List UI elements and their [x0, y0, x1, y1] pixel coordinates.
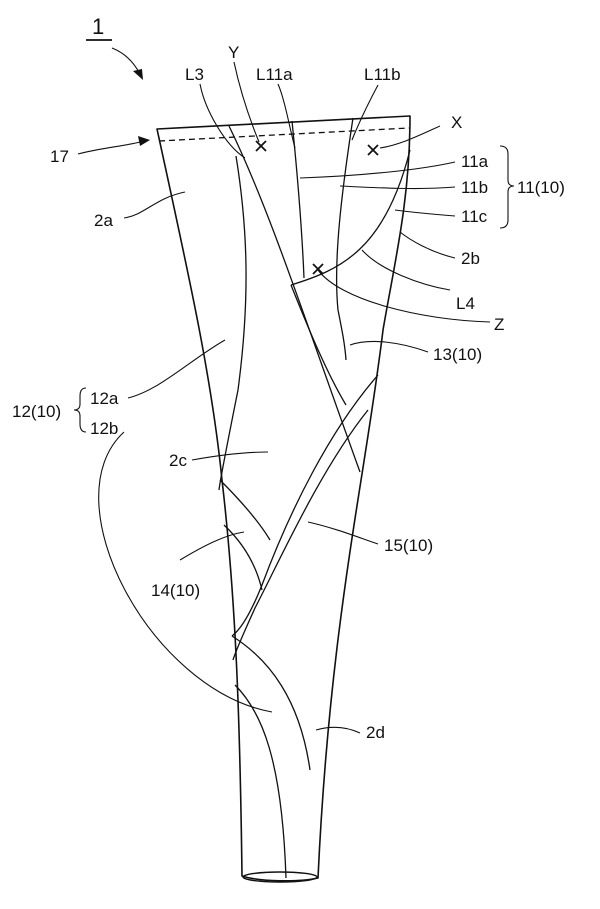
label-11: 11(10) [517, 178, 565, 197]
seam-L3 [228, 125, 361, 473]
leader-2a [123, 191, 186, 219]
marker-X [367, 144, 379, 156]
leader-2d [315, 726, 361, 734]
waistband-dashed-line [158, 127, 410, 142]
leader-2b [399, 231, 456, 259]
leader-17 [77, 141, 141, 155]
seam-15-right [232, 409, 369, 661]
seam-14-upper [219, 479, 271, 541]
label-11a: 11a [461, 152, 489, 171]
label-2b: 2b [461, 249, 480, 268]
label-Z: Z [494, 315, 504, 334]
seam-13-lower [290, 284, 347, 406]
label-17: 17 [50, 147, 69, 166]
leader-13 [349, 340, 429, 353]
leader-X [379, 125, 441, 149]
leader-15 [307, 521, 379, 545]
label-L3: L3 [185, 65, 204, 84]
label-Y: Y [228, 43, 239, 62]
leader-17-arrowhead [138, 136, 150, 146]
leader-L4 [361, 249, 451, 291]
bracket-11 [499, 145, 515, 229]
label-L11a: L11a [256, 65, 293, 84]
leader-Z [317, 269, 491, 323]
bracket-12 [73, 387, 87, 433]
hem-opening [242, 871, 318, 883]
leader-Y [233, 61, 260, 143]
label-11b: 11b [461, 178, 488, 197]
seam-14-lower [223, 524, 263, 591]
leader-L11b [351, 84, 379, 141]
seam-L11b [335, 117, 354, 361]
leader-12a [127, 339, 226, 399]
marker-Y [255, 140, 267, 152]
leader-14 [179, 531, 245, 561]
label-2d: 2d [366, 723, 385, 742]
label-2a: 2a [94, 211, 113, 230]
label-15: 15(10) [384, 536, 433, 555]
label-12a: 12a [90, 389, 119, 408]
leader-L11a [277, 83, 296, 149]
label-L11b: L11b [364, 65, 401, 84]
label-2c: 2c [169, 451, 187, 470]
leader-2c [191, 451, 269, 461]
garment-outline [156, 115, 411, 882]
figure-number-arrow [111, 47, 141, 75]
label-X: X [451, 113, 462, 132]
label-L4: L4 [456, 294, 475, 313]
label-14: 14(10) [151, 581, 200, 600]
label-11c: 11c [461, 207, 488, 226]
seam-15-left [231, 374, 379, 637]
seam-12b-upper [231, 635, 311, 771]
seam-L11a [291, 120, 305, 279]
seam-left-11b-boundary [218, 155, 247, 491]
seam-L4 [290, 149, 411, 286]
label-12: 12(10) [12, 402, 61, 421]
figure-number: 1 [92, 14, 104, 39]
seam-12b-lower [234, 684, 287, 879]
label-12b: 12b [90, 419, 118, 438]
leader-11a [299, 161, 456, 179]
marker-Z [312, 263, 324, 275]
leader-11c [394, 209, 456, 217]
leader-12b [98, 431, 273, 713]
leader-L3 [199, 83, 246, 159]
label-13: 13(10) [433, 345, 482, 364]
figure-number-arrowhead [133, 69, 143, 80]
leader-11b [339, 185, 456, 190]
